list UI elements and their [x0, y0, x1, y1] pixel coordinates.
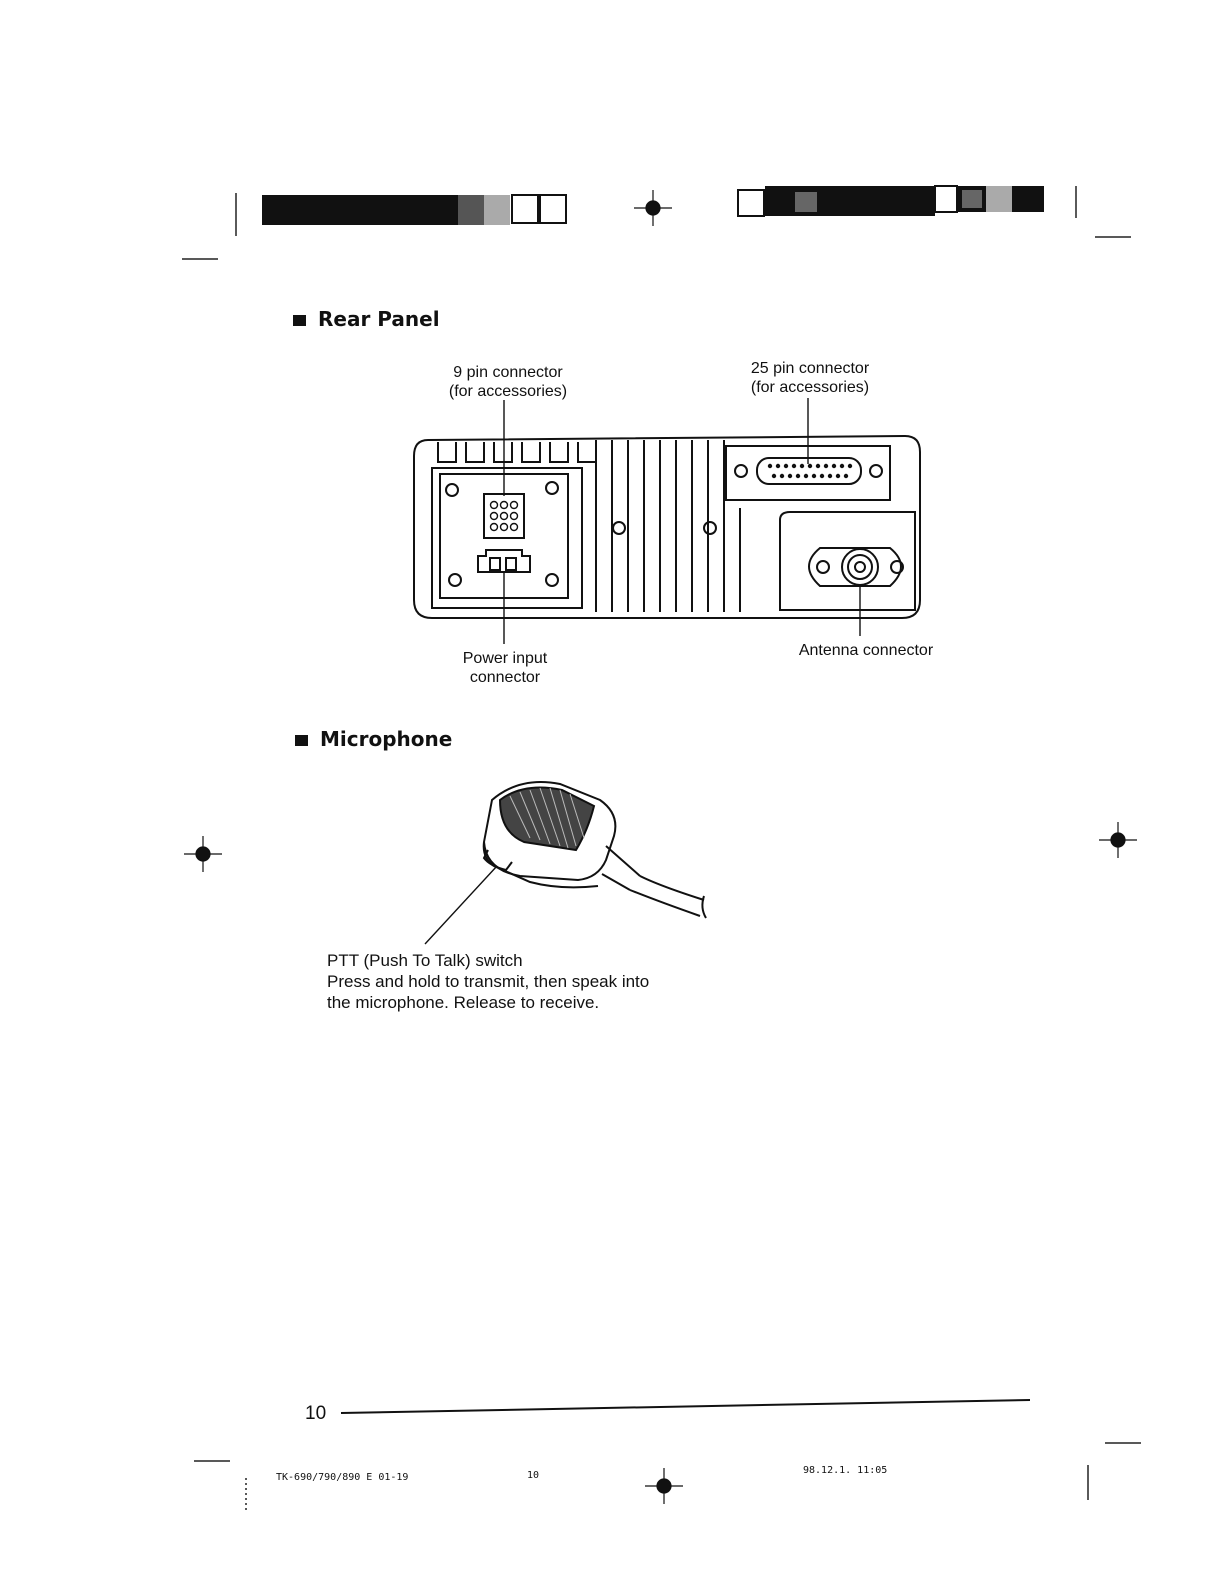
microphone-title: Microphone: [320, 727, 452, 751]
rear-panel-title: Rear Panel: [318, 307, 440, 331]
page-number: 10: [305, 1403, 326, 1425]
label-25-pin-line1: 25 pin connector: [720, 359, 900, 378]
footer-rule: [341, 1400, 1030, 1413]
label-9-pin-connector: 9 pin connector (for accessories): [418, 363, 598, 401]
section-heading-microphone: Microphone: [295, 727, 452, 751]
bullet-icon: [293, 315, 306, 326]
label-9-pin-line1: 9 pin connector: [418, 363, 598, 382]
registration-mark-right: [1099, 822, 1137, 858]
label-power-line2: connector: [430, 668, 580, 687]
label-25-pin-line2: (for accessories): [720, 378, 900, 397]
crop-marks: [182, 186, 1141, 1512]
rear-panel-illustration: [414, 398, 920, 644]
registration-mark-left: [184, 836, 222, 872]
footer-timestamp: 98.12.1. 11:05: [803, 1465, 887, 1476]
ptt-desc-line2: the microphone. Release to receive.: [327, 992, 747, 1013]
color-bar-right: [738, 186, 1044, 216]
ptt-label: PTT (Push To Talk) switch: [327, 950, 747, 971]
registration-mark-bottom: [645, 1468, 683, 1504]
section-heading-rear-panel: Rear Panel: [293, 307, 440, 331]
registration-mark-top: [634, 190, 672, 226]
color-bar-left: [262, 195, 566, 225]
bullet-icon: [295, 735, 308, 746]
label-antenna-connector: Antenna connector: [776, 641, 956, 660]
footer-sheet: 10: [527, 1470, 539, 1481]
label-power-line1: Power input: [430, 649, 580, 668]
label-25-pin-connector: 25 pin connector (for accessories): [720, 359, 900, 397]
footer-code: TK-690/790/890 E 01-19: [276, 1472, 408, 1483]
label-power-input-connector: Power input connector: [430, 649, 580, 687]
microphone-illustration: [425, 782, 706, 944]
ptt-desc-line1: Press and hold to transmit, then speak i…: [327, 971, 747, 992]
ptt-description: PTT (Push To Talk) switch Press and hold…: [327, 950, 747, 1013]
label-9-pin-line2: (for accessories): [418, 382, 598, 401]
